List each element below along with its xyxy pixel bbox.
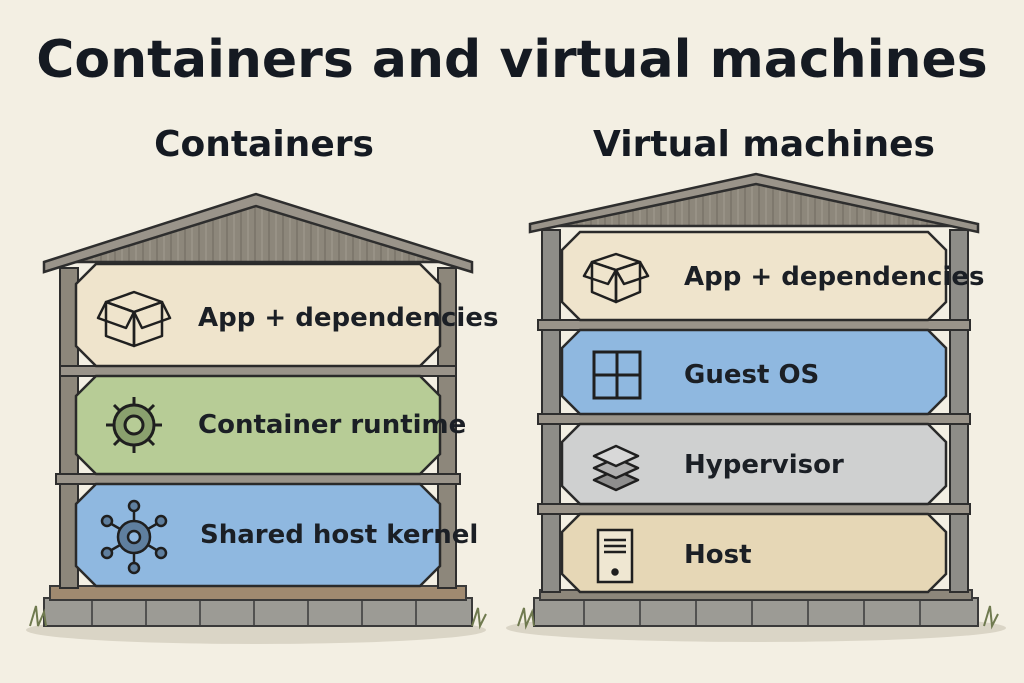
vm-layer-guest-os-panel (560, 328, 948, 416)
virtual-machines-house (506, 172, 1006, 642)
page-title: Containers and virtual machines (36, 30, 988, 90)
vm-layer-app-label: App + dependencies (684, 262, 985, 292)
containers-layer-runtime-label: Container runtime (198, 410, 467, 440)
containers-layer-runtime-panel (74, 374, 442, 476)
vm-layer-hypervisor-panel (560, 422, 948, 506)
vm-layer-app-panel (560, 230, 948, 322)
vm-layer-host-label: Host (684, 540, 752, 570)
server-tower-icon (596, 528, 634, 584)
box-icon (582, 252, 650, 304)
gear-icon (106, 397, 162, 453)
containers-house (26, 192, 487, 644)
containers-stone-foundation (43, 597, 473, 627)
box-icon (96, 290, 172, 348)
containers-layer-app-label: App + dependencies (198, 303, 499, 333)
kernel-hub-icon (100, 499, 168, 575)
vm-stone-foundation (533, 597, 979, 627)
virtual-machines-heading: Virtual machines (593, 124, 935, 165)
windows-grid-icon (592, 350, 642, 400)
containers-layer-kernel-panel (74, 482, 442, 588)
layers-icon (592, 444, 640, 492)
containers-layer-app-panel (74, 262, 442, 368)
vm-layer-host-panel (560, 512, 948, 594)
vm-layer-hypervisor-label: Hypervisor (684, 450, 844, 480)
vm-layer-guest-os-label: Guest OS (684, 360, 820, 390)
containers-heading: Containers (154, 124, 374, 165)
containers-layer-kernel-label: Shared host kernel (200, 520, 479, 550)
